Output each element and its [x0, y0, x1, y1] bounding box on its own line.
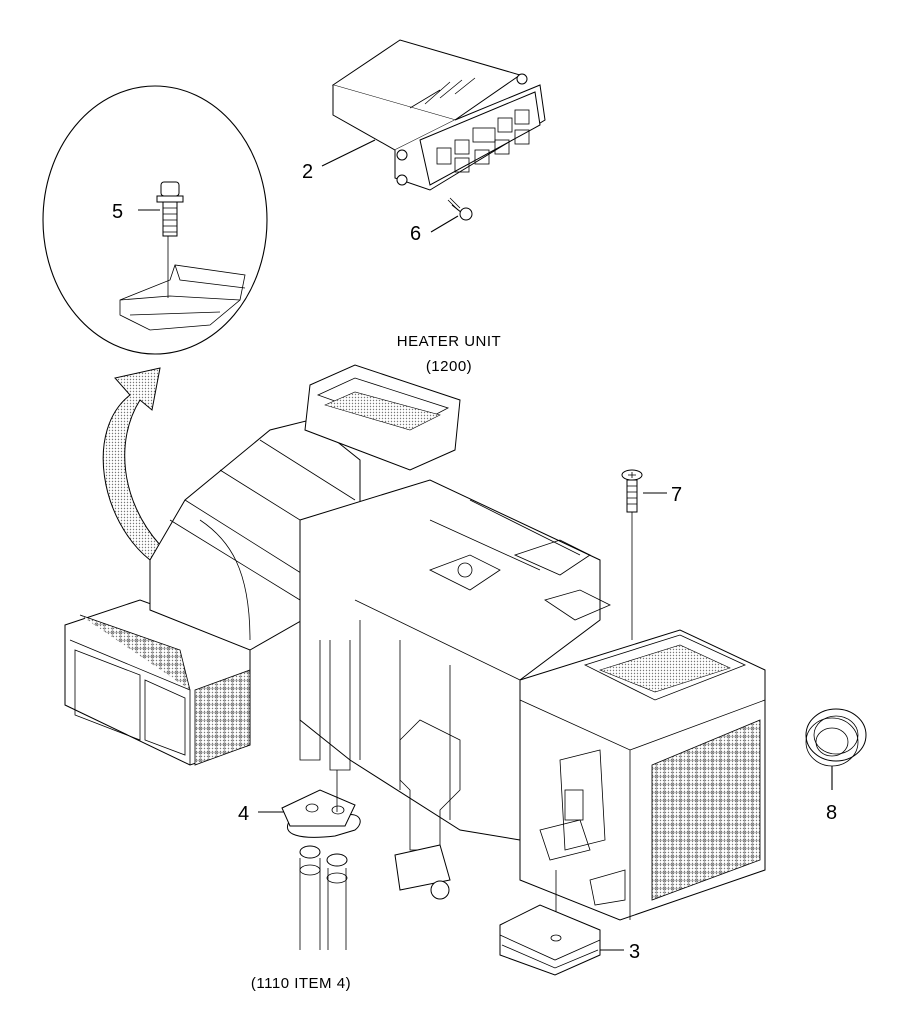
detail-circle — [42, 85, 268, 355]
callout-2: 2 — [302, 161, 313, 183]
panel-screw — [447, 197, 473, 221]
heater-unit — [64, 364, 766, 938]
heater-unit-caption: HEATER UNIT — [397, 333, 501, 350]
detail-bolt — [156, 181, 184, 237]
ring-grommet — [805, 708, 867, 790]
pipe-grommet — [281, 770, 361, 838]
bottom-ref-caption: (1110 ITEM 4) — [251, 975, 351, 992]
lower-grommet — [499, 904, 601, 976]
heater-unit-ref: (1200) — [426, 358, 472, 375]
callout-3: 3 — [629, 941, 640, 963]
curved-arrow — [102, 367, 161, 561]
lower-pipes — [299, 845, 348, 950]
callout-6: 6 — [410, 223, 421, 245]
top-screw — [621, 469, 643, 640]
callout-5: 5 — [112, 201, 123, 223]
control-panel — [331, 39, 546, 191]
callout-4: 4 — [238, 803, 249, 825]
callout-8: 8 — [826, 802, 837, 824]
callout-7: 7 — [671, 484, 682, 506]
leader-lines — [138, 139, 667, 951]
